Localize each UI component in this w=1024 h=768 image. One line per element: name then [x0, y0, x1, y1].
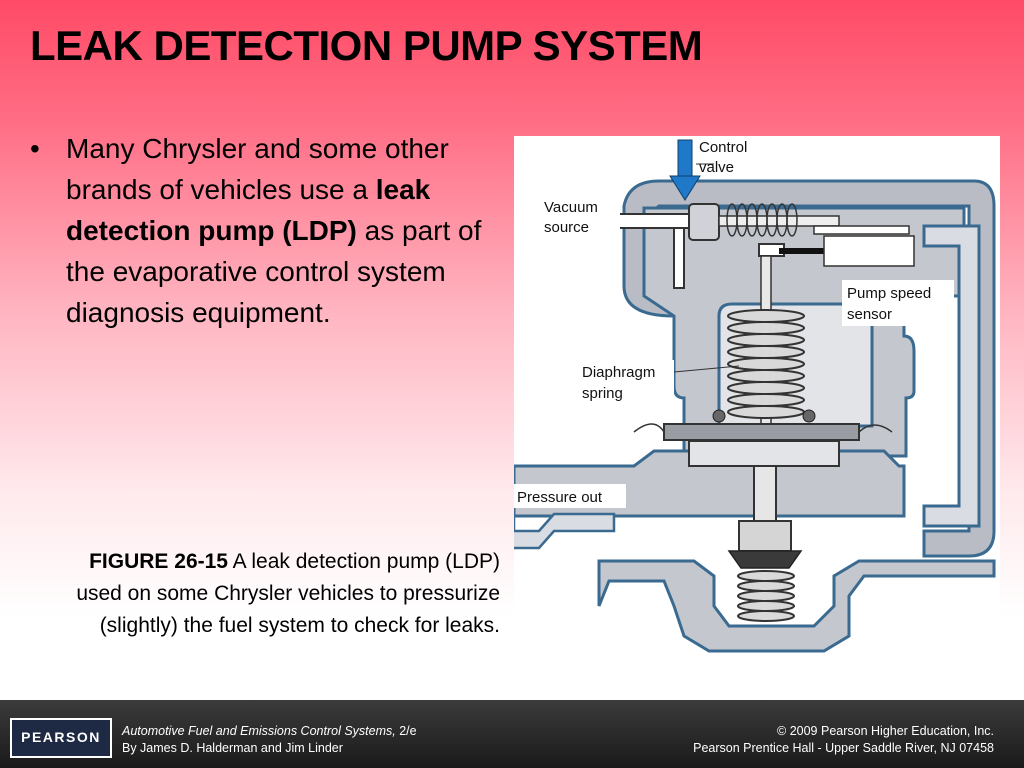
control-valve-arrow-shaft	[677, 139, 693, 181]
slide-background: LEAK DETECTION PUMP SYSTEM • Many Chrysl…	[0, 0, 1024, 700]
bottom-housing	[597, 559, 996, 653]
bullet-bold-term: leak detection pump (LDP)	[66, 174, 431, 246]
book-title: Automotive Fuel and Emissions Control Sy…	[122, 724, 396, 738]
footer-bar: PEARSON Automotive Fuel and Emissions Co…	[0, 700, 1024, 768]
ldp-diagram-svg: Control valve Vacuum source Pump speed s…	[514, 139, 996, 653]
caption-text: A leak detection pump (LDP) used on some…	[76, 550, 500, 637]
plate-bolt-left	[712, 409, 726, 423]
bullet-point: • Many Chrysler and some other brands of…	[30, 128, 500, 333]
sensor-label-bg	[842, 280, 954, 326]
valve-seat	[727, 550, 803, 569]
valve-stem	[718, 215, 840, 227]
label-diaphragm-spring-2: spring	[582, 385, 623, 402]
label-vacuum-source-2: source	[544, 219, 589, 236]
outer-housing	[622, 179, 996, 558]
solenoid-coil	[726, 203, 798, 237]
ldp-diagram: Control valve Vacuum source Pump speed s…	[514, 136, 1000, 658]
diaphragm-cup	[688, 440, 840, 467]
lower-shaft	[753, 465, 777, 527]
figure-caption: FIGURE 26-15 A leak detection pump (LDP)…	[40, 546, 500, 642]
logo-text: PEARSON	[21, 729, 101, 745]
footer-book-title: Automotive Fuel and Emissions Control Sy…	[122, 724, 417, 738]
diaphragm-plate	[663, 423, 860, 441]
bullet-text-part-2: as part of the evaporative control syste…	[66, 215, 482, 328]
vacuum-passage	[673, 227, 685, 289]
slide-title: LEAK DETECTION PUMP SYSTEM	[30, 22, 703, 69]
label-vacuum-source-1: Vacuum	[544, 199, 598, 216]
pearson-logo: PEARSON	[10, 718, 112, 758]
bullet-marker: •	[30, 133, 40, 164]
label-diaphragm-spring-1: Diaphragm	[582, 364, 655, 381]
control-valve-plunger	[688, 203, 720, 241]
label-pump-speed-sensor-1: Pump speed	[847, 285, 931, 302]
label-pump-speed-sensor-2: sensor	[847, 306, 892, 323]
label-control-valve-1: Control	[699, 139, 747, 156]
pressure-out-channel	[514, 511, 616, 550]
control-wire	[813, 225, 910, 235]
footer-copyright: © 2009 Pearson Higher Education, Inc.	[777, 724, 994, 738]
bullet-text: Many Chrysler and some other brands of v…	[66, 128, 500, 333]
vacuum-label-bg	[540, 194, 620, 240]
diaphragm-label-bg	[576, 360, 674, 406]
book-edition: 2/e	[395, 724, 417, 738]
label-control-valve-2: valve	[699, 159, 734, 176]
figure-label: FIGURE 26-15	[89, 550, 228, 573]
valve-body	[738, 520, 792, 552]
vacuum-tube	[613, 213, 690, 229]
diaphragm-spring-leader	[673, 365, 740, 373]
control-valve-arrow-head	[669, 175, 701, 201]
label-pressure-out: Pressure out	[517, 489, 603, 506]
footer-publisher: Pearson Prentice Hall - Upper Saddle Riv…	[693, 741, 994, 755]
lower-spring	[737, 570, 795, 622]
right-channel	[922, 224, 981, 528]
sensor-connector	[823, 235, 915, 267]
plate-bolt-right	[802, 409, 816, 423]
bullet-text-part-1: Many Chrysler and some other brands of v…	[66, 133, 449, 205]
pressure-label-bg	[514, 484, 626, 508]
diaphragm-spring	[727, 309, 805, 419]
footer-authors: By James D. Halderman and Jim Linder	[122, 741, 343, 755]
diaphragm-membrane	[633, 423, 893, 433]
